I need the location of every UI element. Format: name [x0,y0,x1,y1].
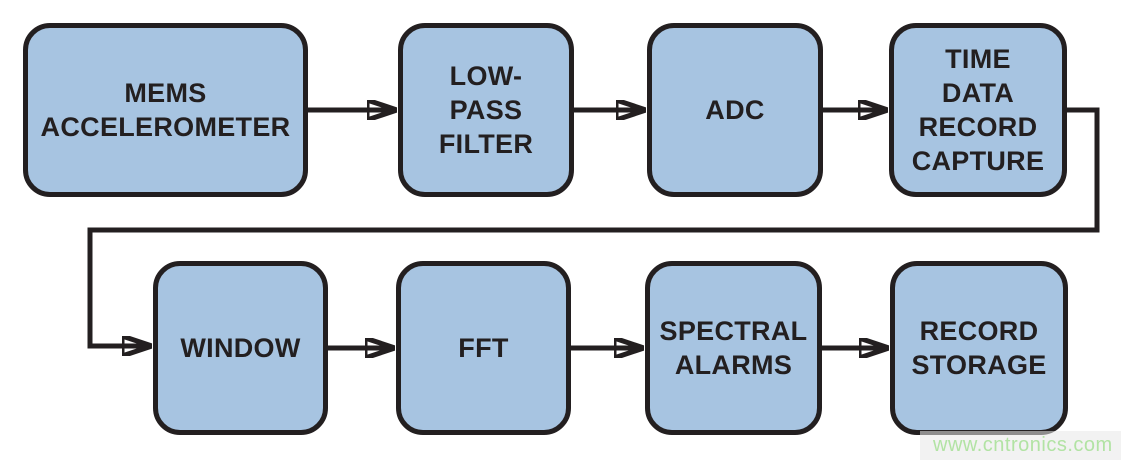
block-label: MEMS ACCELEROMETER [40,78,291,142]
block-label: SPECTRAL ALARMS [659,316,808,380]
block-label: LOW- PASS FILTER [438,61,534,159]
block-adc: ADC [647,23,823,197]
block-time-data-record-capture: TIME DATA RECORD CAPTURE [889,23,1067,197]
watermark-background [920,431,1121,460]
block-record-storage: RECORD STORAGE [890,261,1068,435]
block-window: WINDOW [153,261,328,435]
block-low-pass-filter: LOW- PASS FILTER [398,23,574,197]
block-label: ADC [705,95,765,125]
block-label: TIME DATA RECORD CAPTURE [911,44,1045,176]
block-spectral-alarms: SPECTRAL ALARMS [645,261,822,435]
block-label: WINDOW [180,333,301,363]
block-label: FFT [458,333,509,363]
block-label: RECORD STORAGE [911,316,1047,380]
watermark-text: www.cntronics.com [933,434,1113,456]
block-mems-accelerometer: MEMS ACCELEROMETER [23,23,308,197]
block-fft: FFT [396,261,571,435]
